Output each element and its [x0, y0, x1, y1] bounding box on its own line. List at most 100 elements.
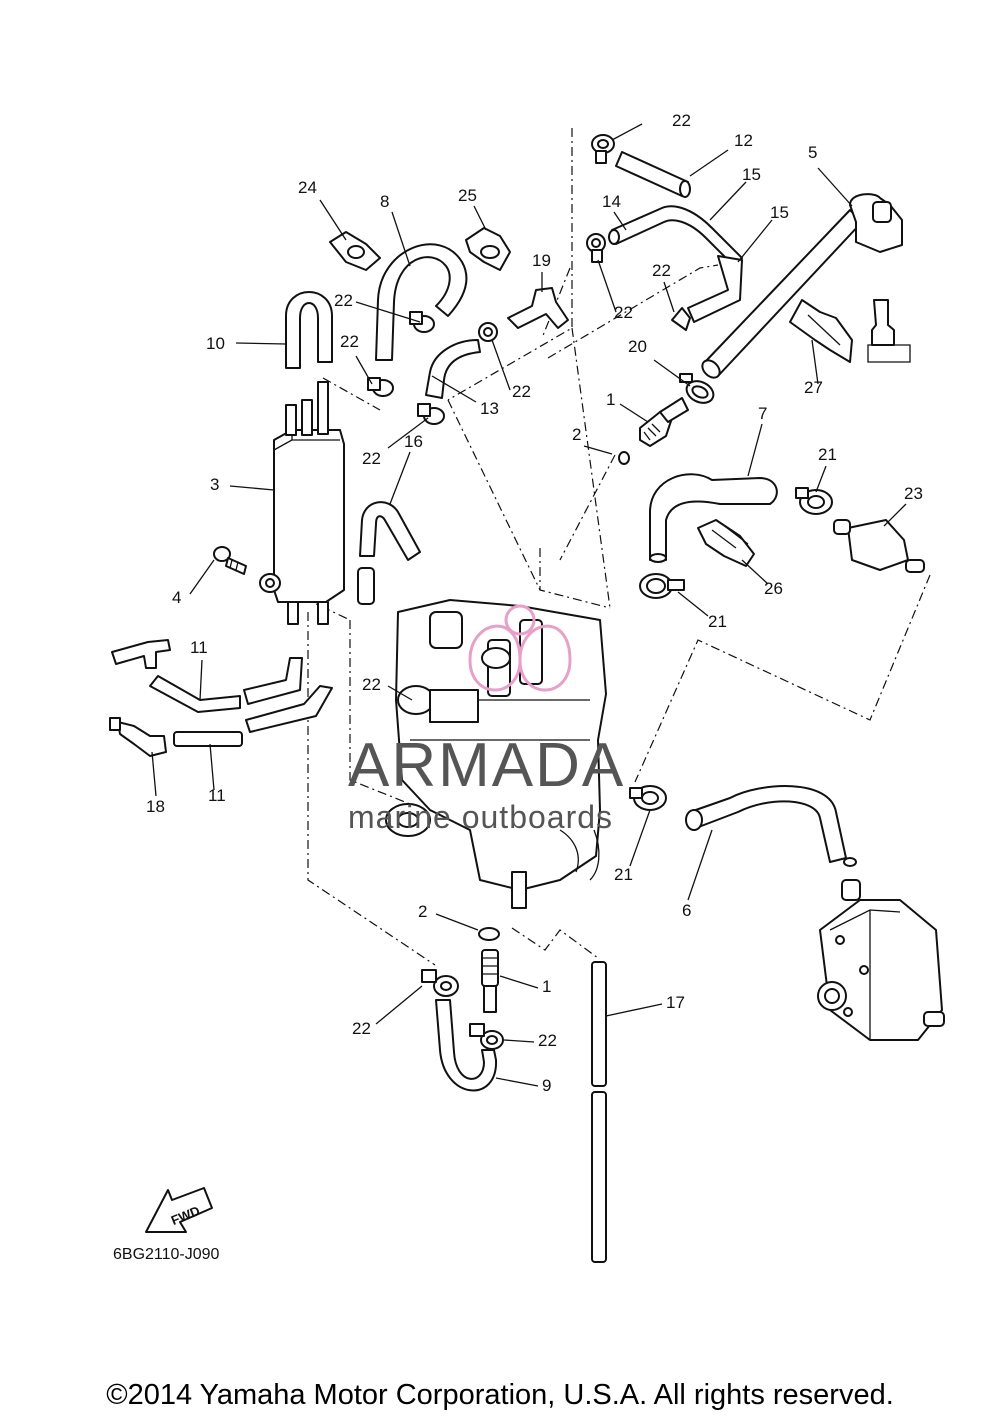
- callout-label: 23: [904, 484, 923, 503]
- part-14-15-hoses: [608, 205, 743, 323]
- part-20-clip: [679, 373, 715, 404]
- callout-label: 20: [628, 337, 647, 356]
- callout-label: 24: [298, 178, 317, 197]
- callout-label: 13: [480, 399, 499, 418]
- part-22-clip-top: [591, 134, 615, 164]
- part-18-elbow: [109, 717, 167, 757]
- callout-leader: [209, 743, 215, 791]
- callout-label: 3: [210, 475, 219, 494]
- part-22-clips-bottom: [421, 969, 504, 1050]
- part-8-hose: [375, 243, 468, 361]
- callout-leader: [199, 659, 203, 701]
- callout-leader: [883, 503, 907, 527]
- callout-leader: [811, 339, 819, 385]
- callout-leader: [435, 913, 479, 931]
- callout-leader: [355, 355, 373, 385]
- callout-label: 22: [614, 303, 633, 322]
- callout-leader: [629, 809, 651, 867]
- callout-leader: [375, 985, 423, 1025]
- callout-label: 22: [672, 111, 691, 130]
- callout-leaders: [151, 123, 907, 1087]
- callout-label: 21: [614, 865, 633, 884]
- callout-label: 14: [602, 192, 621, 211]
- part-21-clip-upper: [795, 487, 833, 515]
- part-19-fitting: [507, 287, 569, 329]
- part-22-clips-mid: [367, 233, 691, 425]
- callout-leader: [815, 465, 827, 493]
- part-27-clamp: [789, 299, 853, 363]
- callout-leader: [229, 485, 275, 491]
- callout-label: 22: [512, 382, 531, 401]
- callout-leader: [491, 339, 511, 391]
- callout-leader: [391, 211, 411, 267]
- callout-leader: [653, 359, 691, 387]
- callout-label: 22: [538, 1031, 557, 1050]
- callout-label: 27: [804, 378, 823, 397]
- part-24-clip: [329, 231, 381, 271]
- part-5-fitting: [849, 193, 911, 363]
- part-25-clip: [465, 227, 511, 271]
- callout-label: 21: [818, 445, 837, 464]
- callout-leader: [355, 301, 421, 323]
- callout-label: 5: [808, 143, 817, 162]
- callout-leader: [235, 342, 287, 345]
- callout-label: 9: [542, 1076, 551, 1095]
- watermark-logo: [468, 604, 572, 692]
- callout-leader: [663, 281, 675, 313]
- callout-label: 22: [652, 261, 671, 280]
- callout-label: 22: [362, 675, 381, 694]
- callout-leader: [687, 829, 713, 901]
- callout-leader: [151, 751, 157, 797]
- part-1-fitting-top: [639, 397, 689, 447]
- callout-label: 19: [532, 251, 551, 270]
- callout-label: 15: [770, 203, 789, 222]
- part-22-clip-filter: [259, 573, 281, 593]
- callout-label: 7: [758, 404, 767, 423]
- callout-leader: [389, 451, 411, 505]
- callout-label: 15: [742, 165, 761, 184]
- part-10-hose: [285, 291, 333, 369]
- callout-label: 2: [418, 902, 427, 921]
- part-21-clip-lower: [629, 785, 667, 811]
- watermark: ARMADA marine outboards: [348, 604, 623, 835]
- callout-label: 25: [458, 186, 477, 205]
- callout-label: 11: [208, 786, 226, 805]
- callout-label: 22: [334, 291, 353, 310]
- callout-leader: [611, 123, 643, 141]
- callout-label: 22: [352, 1019, 371, 1038]
- part-11-tee-and-hoses: [111, 639, 333, 747]
- callout-leader: [597, 259, 617, 313]
- fwd-arrow-icon: FWD: [145, 1187, 213, 1233]
- callout-label: 17: [666, 993, 685, 1012]
- part-12-hose: [615, 151, 691, 198]
- part-21-clip-mid: [639, 573, 685, 599]
- callout-label: 21: [708, 612, 727, 631]
- callout-label: 6: [682, 901, 691, 920]
- part-6-hose: [685, 785, 847, 863]
- callout-leader: [387, 685, 413, 701]
- callout-leader: [583, 445, 613, 455]
- callout-label: 18: [146, 797, 165, 816]
- callout-leader: [387, 417, 429, 449]
- watermark-subtitle: marine outboards: [348, 799, 613, 835]
- callout-leader: [503, 1039, 535, 1043]
- callout-label: 1: [542, 977, 551, 996]
- callout-label: 1: [606, 390, 615, 409]
- callout-leader: [817, 167, 853, 207]
- part-fuel-pump: [817, 857, 945, 1041]
- part-23-filter: [833, 519, 925, 573]
- callout-leader: [747, 423, 763, 477]
- callout-leader: [737, 219, 773, 263]
- callout-label: 10: [206, 334, 225, 353]
- drawing-code: 6BG2110-J090: [113, 1246, 220, 1263]
- callout-leader: [473, 205, 487, 231]
- part-1-fitting-bottom: [481, 949, 499, 1013]
- callout-leader: [613, 211, 627, 231]
- part-16-hose: [357, 501, 421, 605]
- part-4-screw: [213, 546, 247, 575]
- callout-leader: [431, 375, 477, 403]
- callout-leader: [709, 181, 747, 221]
- callout-label: 22: [340, 332, 359, 351]
- callout-leader: [689, 149, 729, 177]
